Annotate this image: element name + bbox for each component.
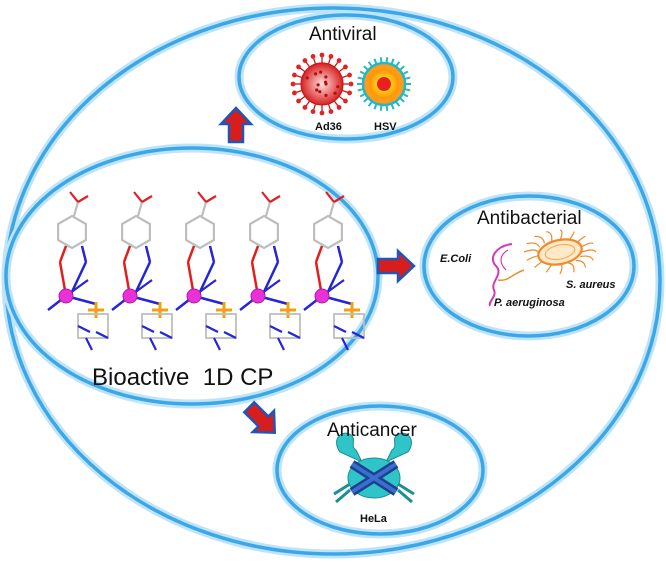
central-ring <box>1 143 383 409</box>
anticancer-title: Anticancer <box>327 420 417 441</box>
antibacterial-title: Antibacterial <box>477 208 582 229</box>
hela-label: HeLa <box>360 513 387 525</box>
hsv-virus-icon <box>357 57 411 111</box>
ad36-virus-icon <box>290 52 354 116</box>
p-aeruginosa-label: P. aeruginosa <box>494 297 565 309</box>
arrow-to-anticancer <box>242 400 277 435</box>
repeat-unit <box>239 191 301 351</box>
molecular-structure <box>47 191 365 351</box>
antibacterial-ring <box>419 191 639 341</box>
e-coli-label: E.Coli <box>440 253 472 265</box>
arrow-to-antiviral <box>218 106 254 144</box>
hsv-label: HSV <box>374 121 397 133</box>
hela-cancer-icon <box>333 432 415 504</box>
repeat-unit <box>175 191 237 351</box>
flagellated-bacterium-icon <box>497 229 597 282</box>
ad36-label: Ad36 <box>315 121 342 133</box>
arrow-to-antibacterial <box>376 248 416 284</box>
central-label: Bioactive 1D CP <box>92 364 274 391</box>
e-coli-bacterium-icon <box>488 243 513 307</box>
antiviral-ring <box>234 10 458 144</box>
repeat-unit <box>47 191 109 351</box>
repeat-unit <box>303 191 365 351</box>
antiviral-title: Antiviral <box>309 24 377 45</box>
s-aureus-label: S. aureus <box>566 279 616 291</box>
repeat-unit <box>111 191 173 351</box>
